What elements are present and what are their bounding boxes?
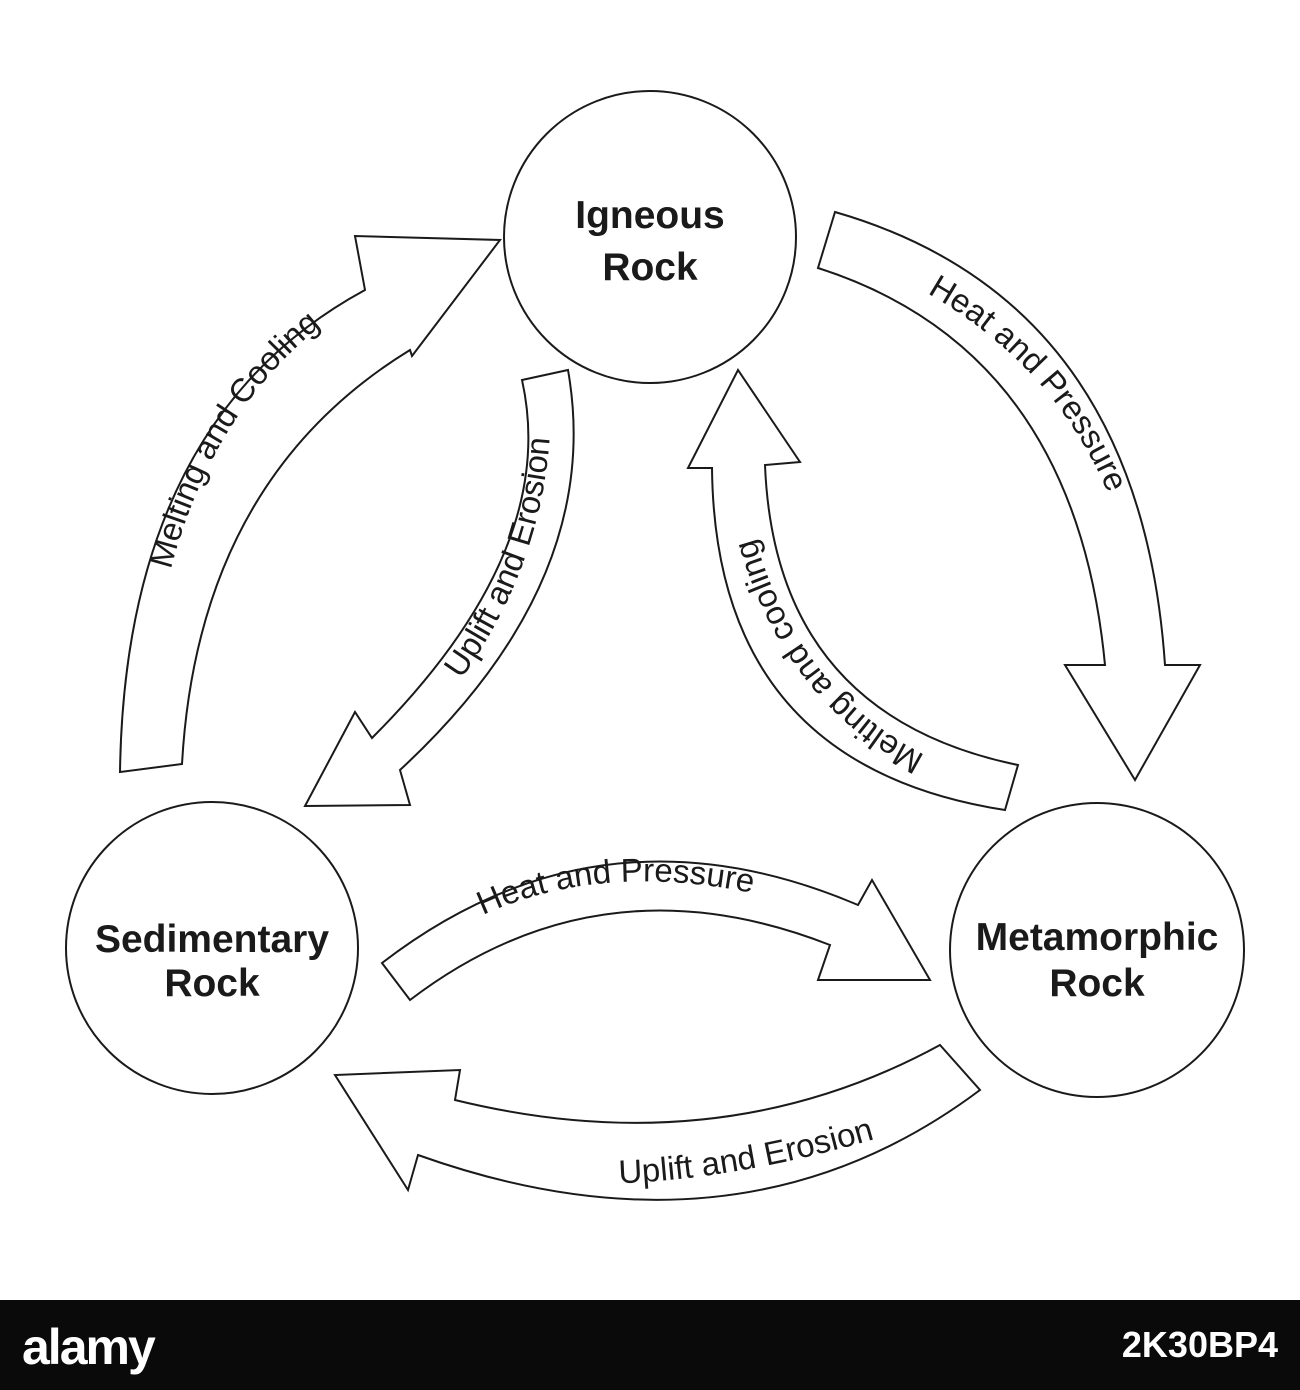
node-label: Rock xyxy=(164,962,260,1005)
image-code: 2K30BP4 xyxy=(1121,1324,1278,1365)
edge-metamorphic-to-igneous: Melting and cooling xyxy=(686,368,1020,812)
node-sedimentary-rock: Sedimentary Rock xyxy=(65,801,359,1095)
node-metamorphic-rock: Metamorphic Rock xyxy=(949,802,1245,1098)
uplift-and-erosion-arrow xyxy=(333,1043,982,1201)
melting-and-cooling-arrow xyxy=(118,234,502,774)
alamy-logo: alamy xyxy=(22,1318,156,1376)
melting-and-cooling-arrow xyxy=(686,368,1020,812)
node-label: Igneous xyxy=(575,194,725,237)
arrow-label: Heat and Pressure xyxy=(924,267,1136,496)
heat-and-pressure-arrow xyxy=(816,210,1202,782)
edge-igneous-to-metamorphic: Heat and Pressure xyxy=(816,210,1202,782)
node-label: Rock xyxy=(1049,962,1145,1005)
edge-metamorphic-to-sedimentary: Uplift and Erosion xyxy=(333,1043,982,1201)
node-label: Metamorphic xyxy=(976,916,1219,959)
node-igneous-rock: Igneous Rock xyxy=(503,90,797,384)
edge-igneous-to-sedimentary: Uplift and Erosion xyxy=(303,368,575,808)
stock-watermark-bar: alamy 2K30BP4 xyxy=(0,1300,1300,1390)
node-label: Rock xyxy=(602,246,698,289)
alamy-logo-text: alamy xyxy=(22,1319,156,1375)
uplift-and-erosion-arrow xyxy=(303,368,575,808)
edge-sedimentary-to-metamorphic: Heat and Pressure xyxy=(380,851,932,1002)
rock-cycle-diagram: Melting and Cooling Heat and Pressure Up… xyxy=(65,90,1245,1201)
node-label: Sedimentary xyxy=(95,918,329,961)
heat-and-pressure-arrow xyxy=(380,860,932,1002)
